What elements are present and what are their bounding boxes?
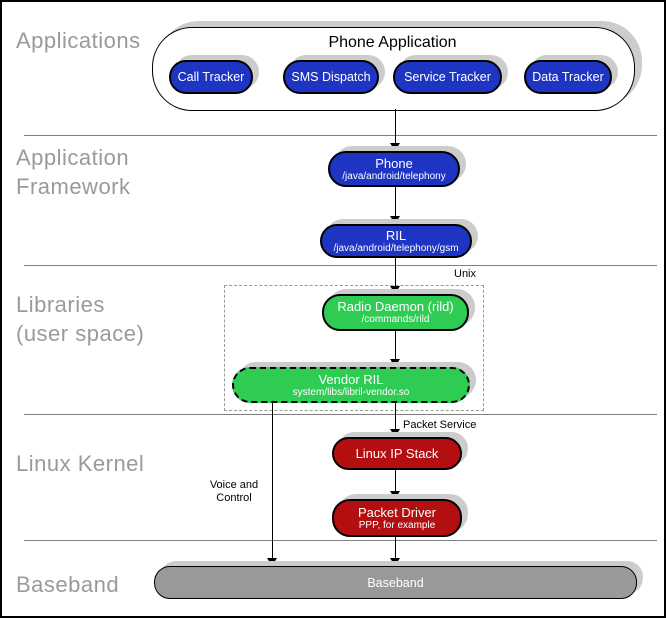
- connector-line-packet-driver-to-baseband: [395, 537, 396, 558]
- node-label: Data Tracker: [532, 69, 604, 84]
- node-data-tracker: Data Tracker: [524, 60, 612, 94]
- node-label: Baseband: [367, 575, 424, 590]
- section-label-line: (user space): [16, 321, 145, 346]
- arrowhead-phone-to-ril: [390, 216, 400, 224]
- node-radio-daemon: Radio Daemon (rild) /commands/rild: [322, 294, 469, 331]
- node-sublabel: PPP, for example: [358, 519, 436, 531]
- arrowhead-vendor-ril-to-ip-stack: [390, 429, 400, 437]
- arrowhead-ril-to-rild: [390, 286, 400, 294]
- node-sublabel: /java/android/telephony/gsm: [333, 242, 459, 254]
- node-packet-driver: Packet Driver PPP, for example: [332, 499, 462, 537]
- node-label: Radio Daemon (rild): [337, 299, 454, 314]
- node-label: Call Tracker: [177, 69, 245, 84]
- packet-service-label: Packet Service: [403, 419, 477, 431]
- node-call-tracker: Call Tracker: [169, 60, 253, 94]
- node-baseband: Baseband: [154, 566, 637, 599]
- node-sms-dispatch: SMS Dispatch: [283, 60, 379, 94]
- arrowhead-rild-to-vendor-ril: [390, 359, 400, 367]
- connector-line-ril-to-rild: [395, 258, 396, 286]
- node-label: Linux IP Stack: [355, 446, 439, 461]
- section-divider-4: [24, 540, 657, 541]
- section-label-line: Libraries: [16, 292, 105, 317]
- section-label-line: Framework: [16, 174, 131, 199]
- unix-boundary-label: Unix: [454, 268, 477, 280]
- section-label-application-framework: Application Framework: [16, 143, 131, 201]
- voice-control-label: Voice and Control: [201, 479, 267, 505]
- arrowhead-voice-control: [267, 558, 277, 566]
- arrowhead-app-to-phone: [390, 143, 400, 151]
- connector-line-app-to-phone: [395, 109, 396, 144]
- node-label: RIL: [385, 227, 407, 243]
- node-label: Service Tracker: [404, 69, 491, 84]
- unix-boundary-box: [224, 285, 484, 411]
- section-label-linux-kernel: Linux Kernel: [16, 451, 145, 476]
- arrowhead-packet-driver-to-baseband: [390, 558, 400, 566]
- arrowhead-ip-stack-to-packet-driver: [390, 491, 400, 499]
- node-phone: Phone /java/android/telephony: [328, 151, 460, 187]
- node-label: SMS Dispatch: [291, 69, 371, 84]
- section-divider-3: [24, 414, 657, 415]
- node-sublabel: system/libs/libril-vendor.so: [292, 386, 410, 398]
- node-label: Vendor RIL: [318, 371, 384, 387]
- connector-line-voice-control: [272, 403, 273, 558]
- section-label-applications: Applications: [16, 28, 141, 53]
- section-divider-2: [24, 265, 657, 266]
- node-label: Phone: [375, 155, 413, 171]
- connector-line-rild-to-vendor-ril: [395, 331, 396, 359]
- section-label-baseband: Baseband: [16, 572, 120, 597]
- connector-line-phone-to-ril: [395, 187, 396, 216]
- node-label: Packet Driver: [357, 504, 437, 520]
- connector-line-vendor-ril-to-ip-stack: [395, 403, 396, 429]
- voice-control-label-line: Control: [216, 492, 252, 504]
- section-divider-1: [24, 135, 657, 136]
- node-sublabel: /commands/rild: [361, 314, 430, 325]
- section-label-line: Application: [16, 145, 130, 170]
- node-vendor-ril: Vendor RIL system/libs/libril-vendor.so: [232, 367, 470, 403]
- node-ril: RIL /java/android/telephony/gsm: [320, 224, 472, 258]
- node-linux-ip-stack: Linux IP Stack: [332, 437, 462, 470]
- section-label-libraries: Libraries (user space): [16, 290, 144, 348]
- node-sublabel: /java/android/telephony: [342, 170, 446, 182]
- voice-control-label-line: Voice and: [209, 479, 259, 491]
- phone-application-title: Phone Application: [328, 34, 457, 51]
- node-service-tracker: Service Tracker: [393, 60, 502, 94]
- connector-line-ip-stack-to-packet-driver: [395, 470, 396, 491]
